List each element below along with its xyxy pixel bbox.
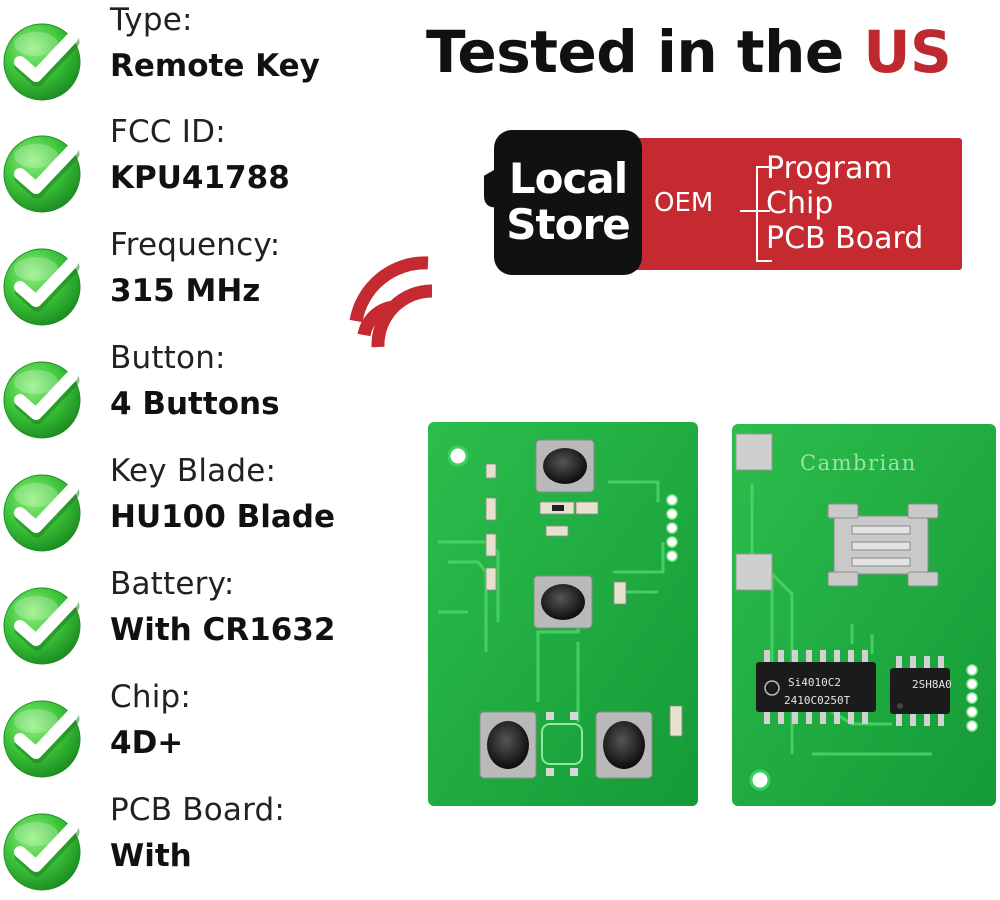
spec-item-fcc-id: FCC ID: KPU41788 (0, 112, 360, 222)
spec-item-type: Type: Remote Key (0, 0, 360, 110)
check-icon (2, 697, 88, 781)
spec-value: HU100 Blade (110, 499, 336, 535)
badge-store-block: Local Store (494, 130, 642, 275)
spec-label: Frequency: (110, 227, 281, 263)
pcb-board-back: Cambrian Si4010C2 2410C0250T 2SH8A0 (732, 424, 996, 806)
check-icon (2, 20, 88, 104)
spec-value: Remote Key (110, 48, 320, 84)
spec-item-button: Button: 4 Buttons (0, 338, 360, 448)
oem-label: OEM (654, 188, 714, 218)
spec-item-pcb-board: PCB Board: With (0, 790, 360, 900)
headline-prefix: Tested in the (426, 18, 864, 86)
headline-highlight: US (863, 18, 952, 86)
spec-item-battery: Battery: With CR1632 (0, 564, 360, 674)
check-icon (2, 358, 88, 442)
check-icon (2, 471, 88, 555)
badge-red-panel (614, 138, 962, 270)
wireless-signal-icon (349, 256, 433, 348)
local-store-badge: Local Store OEM Program Chip PCB Board (494, 130, 964, 275)
chip1-marking: Si4010C2 (788, 676, 841, 689)
feature-chip: Chip (766, 186, 834, 221)
spec-label: Key Blade: (110, 453, 277, 489)
spec-value: 4 Buttons (110, 386, 280, 422)
check-icon (2, 584, 88, 668)
spec-label: Button: (110, 340, 226, 376)
bracket-connector (740, 210, 770, 212)
feature-pcb-board: PCB Board (766, 221, 924, 256)
spec-label: PCB Board: (110, 792, 286, 828)
spec-item-frequency: Frequency: 315 MHz (0, 225, 360, 335)
feature-program: Program (766, 151, 893, 186)
bracket (756, 166, 772, 262)
spec-label: Type: (110, 2, 193, 38)
spec-value: 315 MHz (110, 273, 261, 309)
spec-value: 4D+ (110, 725, 184, 761)
check-icon (2, 810, 88, 894)
check-icon (2, 245, 88, 329)
spec-item-key-blade: Key Blade: HU100 Blade (0, 451, 360, 561)
spec-value: With CR1632 (110, 612, 336, 648)
store-line2: Store (506, 200, 630, 249)
spec-value: KPU41788 (110, 160, 290, 196)
spec-label: Battery: (110, 566, 235, 602)
chip2-marking: 2SH8A0 (912, 678, 952, 691)
headline: Tested in the US (426, 18, 952, 86)
chip1-code: 2410C0250T (784, 694, 851, 707)
spec-label: FCC ID: (110, 114, 226, 150)
pcb-brand-marking: Cambrian (800, 451, 917, 475)
spec-item-chip: Chip: 4D+ (0, 677, 360, 787)
store-line1: Local (508, 154, 628, 203)
pcb-board-front (428, 422, 698, 806)
spec-value: With (110, 838, 192, 874)
check-icon (2, 132, 88, 216)
spec-label: Chip: (110, 679, 192, 715)
